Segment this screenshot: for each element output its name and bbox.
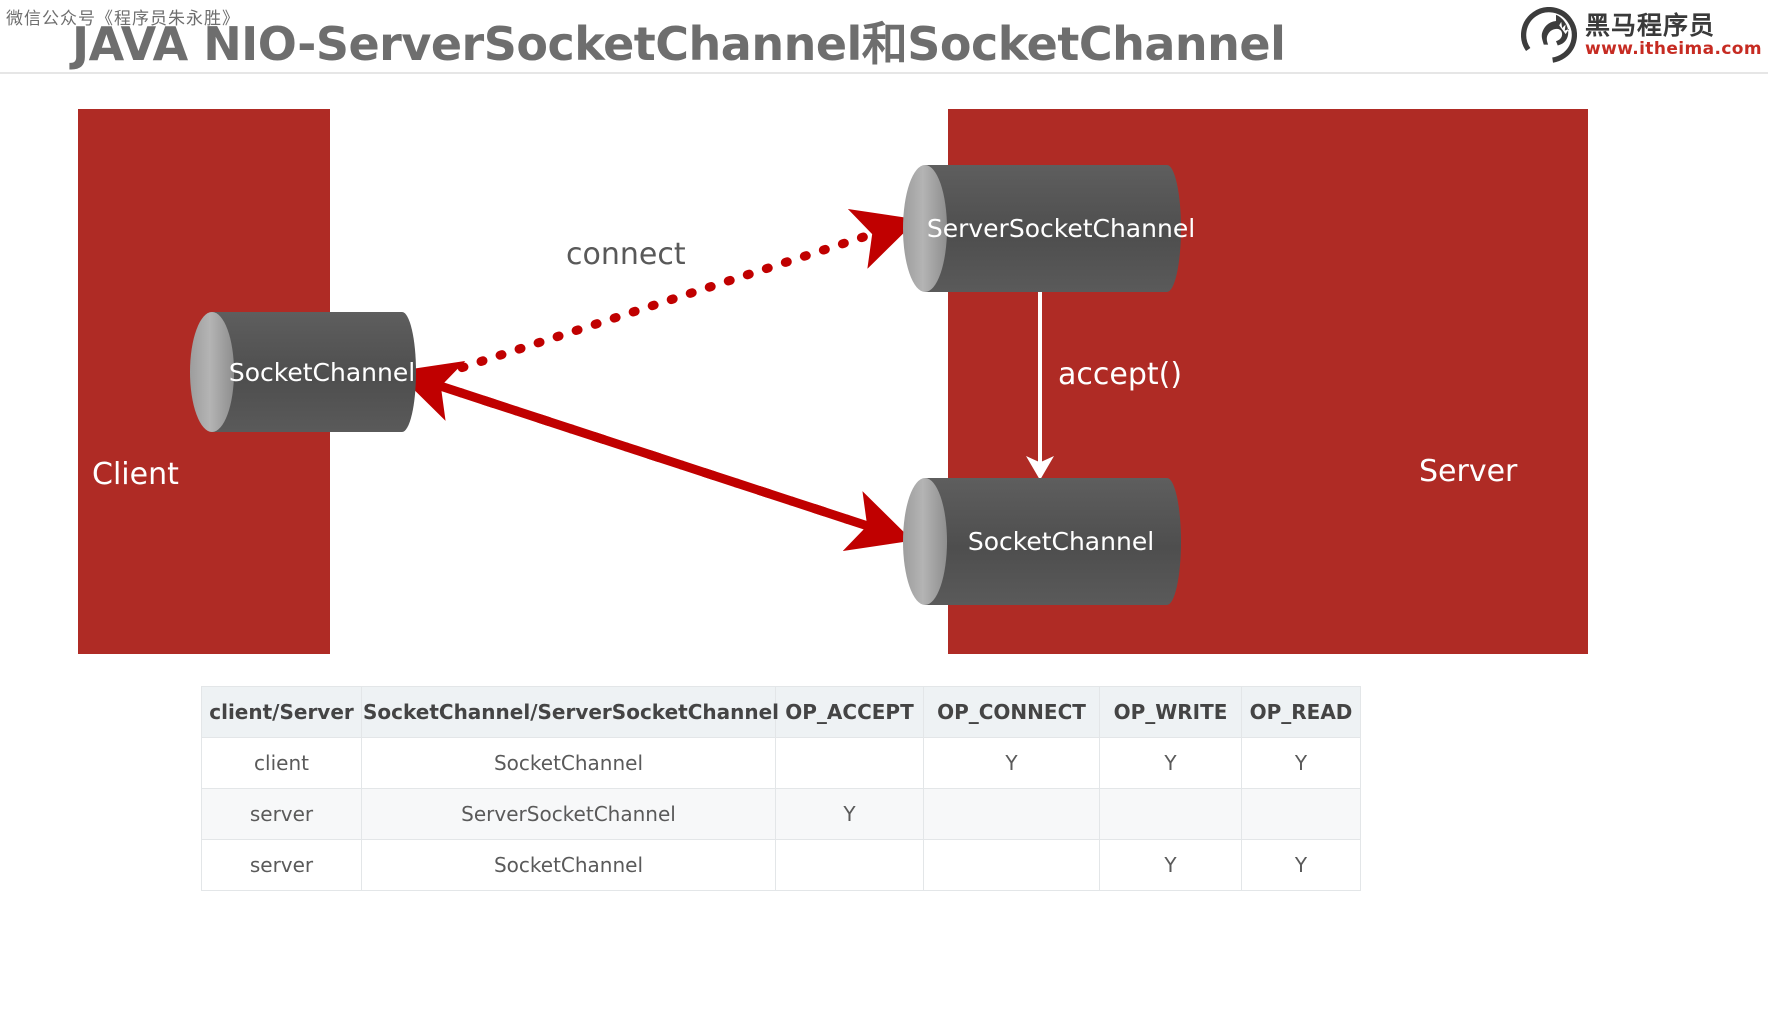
accept-label: accept(): [1058, 357, 1183, 392]
architecture-diagram: Client Server: [0, 90, 1768, 670]
table-row: client SocketChannel Y Y Y: [201, 737, 1361, 789]
table-row: server SocketChannel Y Y: [201, 839, 1361, 891]
horse-logo-icon: [1520, 7, 1577, 63]
cell-op-read: Y: [1241, 839, 1361, 891]
cell-op-write: Y: [1099, 737, 1242, 789]
cell-channel: SocketChannel: [361, 839, 776, 891]
th-op-connect: OP_CONNECT: [923, 686, 1100, 738]
cell-op-read: [1241, 788, 1361, 840]
client-panel-label: Client: [92, 457, 179, 492]
server-socket-channel-node: ServerSocketChannel: [903, 165, 1196, 292]
header-divider: [0, 72, 1768, 74]
logo-url: www.itheima.com: [1584, 38, 1762, 59]
arrows-layer: [395, 208, 1054, 551]
channel-ops-table: client/Server SocketChannel/ServerSocket…: [201, 686, 1361, 891]
cylinder-cap: [903, 478, 947, 605]
cell-channel: ServerSocketChannel: [361, 788, 776, 840]
cell-role: server: [201, 839, 362, 891]
cell-op-read: Y: [1241, 737, 1361, 789]
client-channel-label: SocketChannel: [228, 357, 416, 387]
cell-channel: SocketChannel: [361, 737, 776, 789]
cell-op-accept: [775, 839, 924, 891]
server-channel-label: SocketChannel: [967, 527, 1155, 556]
cylinder-cap: [190, 312, 234, 432]
data-arrow-to-server: [426, 377, 913, 551]
cylinder-body: [925, 478, 1181, 605]
cylinder-body: [925, 165, 1181, 292]
brand-logo: 黑马程序员 www.itheima.com: [1520, 4, 1762, 66]
page-title: JAVA NIO-ServerSocketChannel和SocketChann…: [72, 17, 1286, 71]
table-header-row: client/Server SocketChannel/ServerSocket…: [201, 686, 1361, 738]
th-op-accept: OP_ACCEPT: [775, 686, 924, 738]
watermark-text: 微信公众号《程序员朱永胜》: [6, 9, 240, 29]
th-op-read: OP_READ: [1241, 686, 1361, 738]
th-op-write: OP_WRITE: [1099, 686, 1242, 738]
connect-label: connect: [566, 237, 686, 272]
cell-op-accept: Y: [775, 788, 924, 840]
cell-role: client: [201, 737, 362, 789]
server-panel-label: Server: [1419, 454, 1518, 489]
table-row: server ServerSocketChannel Y: [201, 788, 1361, 840]
logo-text-block: 黑马程序员 www.itheima.com: [1585, 13, 1762, 58]
th-channel: SocketChannel/ServerSocketChannel: [361, 686, 779, 738]
channel-ops-table-wrap: client/Server SocketChannel/ServerSocket…: [201, 686, 1361, 891]
cylinder-body: [212, 312, 416, 432]
cell-role: server: [201, 788, 362, 840]
server-socket-channel-accepted-node: SocketChannel: [903, 478, 1181, 605]
cylinder-cap: [903, 165, 947, 292]
th-role: client/Server: [201, 686, 362, 738]
cell-op-write: [1099, 788, 1242, 840]
cell-op-connect: [923, 788, 1100, 840]
connect-arrow: [419, 208, 918, 385]
client-socket-channel-node: SocketChannel: [190, 312, 416, 432]
cell-op-connect: Y: [923, 737, 1100, 789]
cell-op-connect: [923, 839, 1100, 891]
cell-op-accept: [775, 737, 924, 789]
logo-brand-name: 黑马程序员: [1584, 10, 1715, 40]
server-socket-channel-label: ServerSocketChannel: [926, 214, 1196, 243]
cell-op-write: Y: [1099, 839, 1242, 891]
